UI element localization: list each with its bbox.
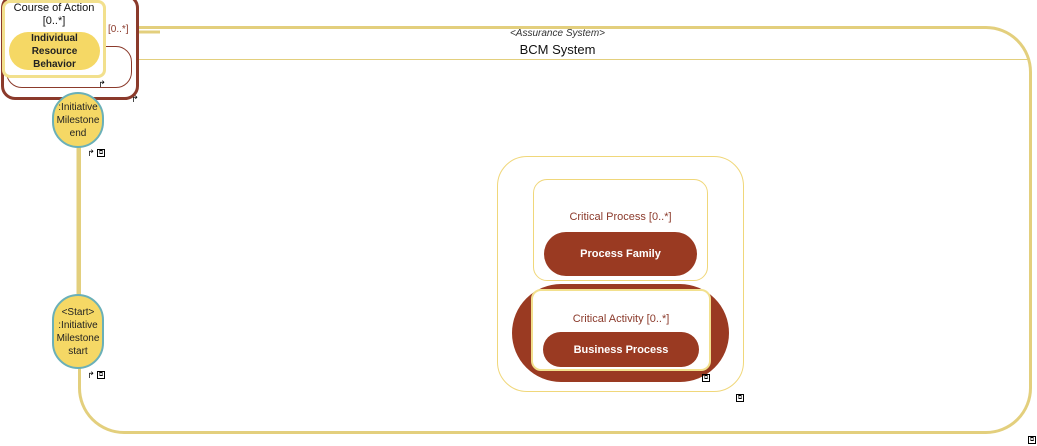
expand-box-icon[interactable]: ⧉	[1028, 436, 1036, 444]
course-of-action-multiplicity: [0..*]	[108, 24, 129, 35]
course-of-action-title: Course of Action [0..*]	[13, 2, 95, 27]
assurance-system-title: BCM System	[519, 42, 596, 57]
link-arrow-icon: ↱	[87, 148, 95, 158]
process-family-node[interactable]: Process Family	[544, 232, 697, 276]
milestone-start-node[interactable]: <Start> :Initiative Milestone start	[52, 294, 104, 369]
assurance-system-divider	[80, 59, 1030, 60]
link-arrow-icon: ↱	[131, 94, 139, 104]
expand-box-icon[interactable]: ⧉	[97, 371, 105, 379]
milestone-end-node[interactable]: :Initiative Milestone end	[52, 92, 104, 148]
link-arrow-icon: ↱	[98, 79, 106, 89]
link-arrow-icon: ↱	[87, 370, 95, 380]
business-process-node[interactable]: Business Process	[543, 332, 699, 367]
individual-resource-behavior-node[interactable]: Individual Resource Behavior	[9, 32, 100, 70]
expand-box-icon[interactable]: ⧉	[97, 149, 105, 157]
critical-activity-label: Critical Activity [0..*]	[572, 313, 670, 325]
expand-box-icon[interactable]: ⧉	[702, 374, 710, 382]
critical-process-label: Critical Process [0..*]	[569, 211, 672, 223]
assurance-system-stereotype: <Assurance System>	[509, 28, 606, 39]
expand-box-icon[interactable]: ⧉	[736, 394, 744, 402]
critical-process-container[interactable]	[497, 156, 744, 392]
assurance-system-frame[interactable]	[78, 26, 1032, 434]
